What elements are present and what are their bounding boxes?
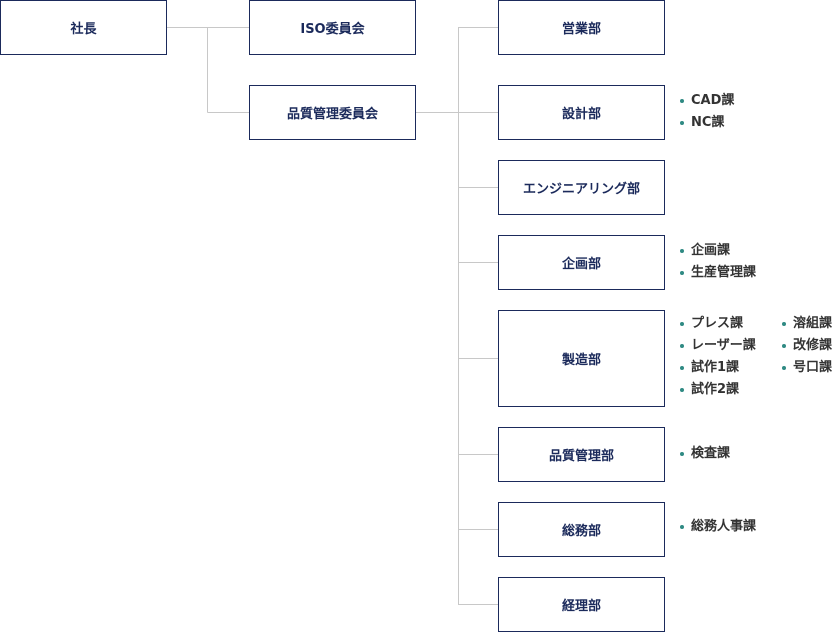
- quality-dept-box[interactable]: 品質管理部: [498, 427, 665, 482]
- list-item: プレス課: [680, 313, 756, 335]
- list-item: レーザー課: [680, 335, 756, 357]
- bullet-dot-icon: [680, 249, 684, 253]
- iso-committee-box[interactable]: ISO委員会: [249, 0, 416, 55]
- planning-dept-box[interactable]: 企画部: [498, 235, 665, 290]
- bullet-dot-icon: [680, 344, 684, 348]
- quality-sections-list: 検査課: [680, 443, 730, 465]
- manufacturing-dept-box[interactable]: 製造部: [498, 310, 665, 407]
- bullet-dot-icon: [680, 322, 684, 326]
- manufacturing-sections-list-2: 溶組課 改修課 号口課: [782, 313, 832, 379]
- general-affairs-sections-list: 総務人事課: [680, 516, 756, 538]
- section-label: NC課: [691, 115, 725, 130]
- section-label: 生産管理課: [691, 265, 757, 280]
- manufacturing-sections-list-1: プレス課 レーザー課 試作1課 試作2課: [680, 313, 756, 401]
- design-dept-box[interactable]: 設計部: [498, 85, 665, 140]
- sales-dept-box[interactable]: 営業部: [498, 0, 665, 55]
- section-label: 試作1課: [691, 360, 740, 375]
- section-label: 改修課: [793, 338, 833, 353]
- section-label: 試作2課: [691, 382, 740, 397]
- section-label: 号口課: [793, 360, 833, 375]
- section-label: 総務人事課: [691, 519, 757, 534]
- section-label: レーザー課: [691, 338, 756, 353]
- section-label: CAD課: [691, 93, 735, 108]
- bullet-dot-icon: [680, 99, 684, 103]
- bullet-dot-icon: [680, 525, 684, 529]
- list-item: 号口課: [782, 357, 832, 379]
- section-label: 検査課: [691, 446, 731, 461]
- planning-sections-list: 企画課 生産管理課: [680, 240, 756, 284]
- list-item: 試作2課: [680, 379, 756, 401]
- list-item: 試作1課: [680, 357, 756, 379]
- bullet-dot-icon: [782, 366, 786, 370]
- bullet-dot-icon: [680, 452, 684, 456]
- bullet-dot-icon: [680, 388, 684, 392]
- list-item: 改修課: [782, 335, 832, 357]
- engineering-dept-box[interactable]: エンジニアリング部: [498, 160, 665, 215]
- list-item: 検査課: [680, 443, 730, 465]
- list-item: 企画課: [680, 240, 756, 262]
- general-affairs-dept-box[interactable]: 総務部: [498, 502, 665, 557]
- bullet-dot-icon: [680, 271, 684, 275]
- qm-committee-box[interactable]: 品質管理委員会: [249, 85, 416, 140]
- bullet-dot-icon: [782, 322, 786, 326]
- list-item: 生産管理課: [680, 262, 756, 284]
- section-label: 企画課: [691, 243, 731, 258]
- list-item: NC課: [680, 112, 734, 134]
- bullet-dot-icon: [680, 366, 684, 370]
- section-label: プレス課: [691, 316, 744, 331]
- design-sections-list: CAD課 NC課: [680, 90, 734, 134]
- bullet-dot-icon: [782, 344, 786, 348]
- bullet-dot-icon: [680, 121, 684, 125]
- section-label: 溶組課: [793, 316, 833, 331]
- list-item: 溶組課: [782, 313, 832, 335]
- president-box[interactable]: 社長: [0, 0, 167, 55]
- list-item: 総務人事課: [680, 516, 756, 538]
- list-item: CAD課: [680, 90, 734, 112]
- accounting-dept-box[interactable]: 経理部: [498, 577, 665, 632]
